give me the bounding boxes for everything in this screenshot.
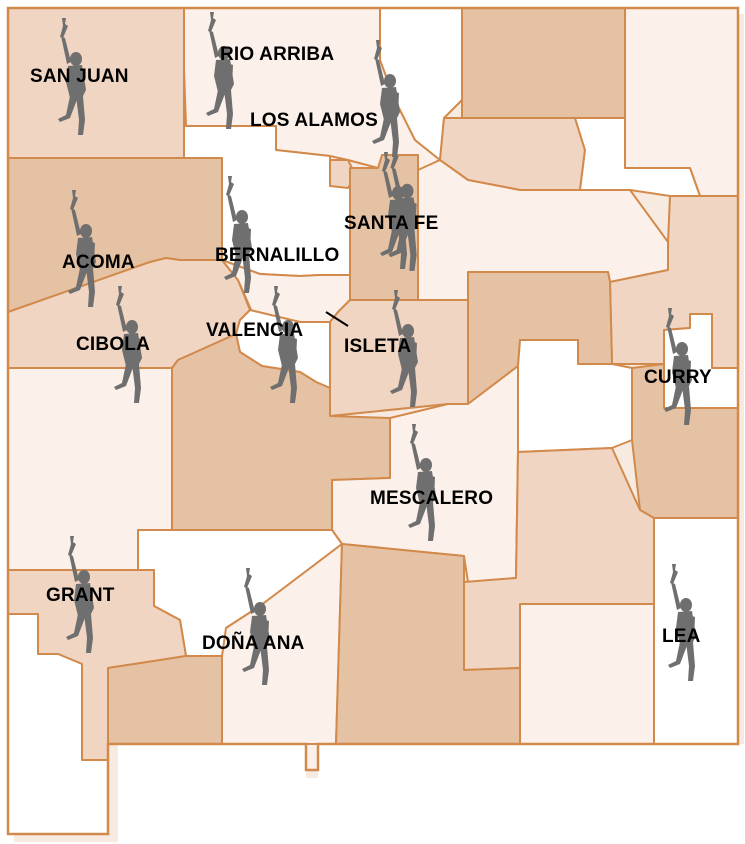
label-isleta: ISLETA: [344, 336, 412, 357]
label-san-juan: SAN JUAN: [30, 66, 129, 87]
label-dona-ana: DOÑA ANA: [202, 633, 305, 654]
label-santa-fe: SANTA FE: [344, 213, 439, 234]
county-luna: [107, 655, 223, 745]
label-mescalero: MESCALERO: [370, 488, 494, 509]
county-eddy: [519, 603, 655, 745]
label-acoma: ACOMA: [62, 252, 135, 273]
leader-line: [325, 311, 349, 327]
label-los-alamos: LOS ALAMOS: [250, 110, 378, 131]
label-lea: LEA: [662, 626, 701, 647]
label-valencia: VALENCIA: [206, 320, 304, 341]
label-bernalillo: BERNALILLO: [215, 245, 340, 266]
label-cibola: CIBOLA: [76, 334, 151, 355]
county-colfax: [461, 7, 626, 119]
label-curry: CURRY: [644, 367, 712, 388]
state-outline: [6, 6, 740, 836]
label-grant: GRANT: [46, 585, 115, 606]
label-rio-arriba: RIO ARRIBA: [220, 44, 335, 65]
